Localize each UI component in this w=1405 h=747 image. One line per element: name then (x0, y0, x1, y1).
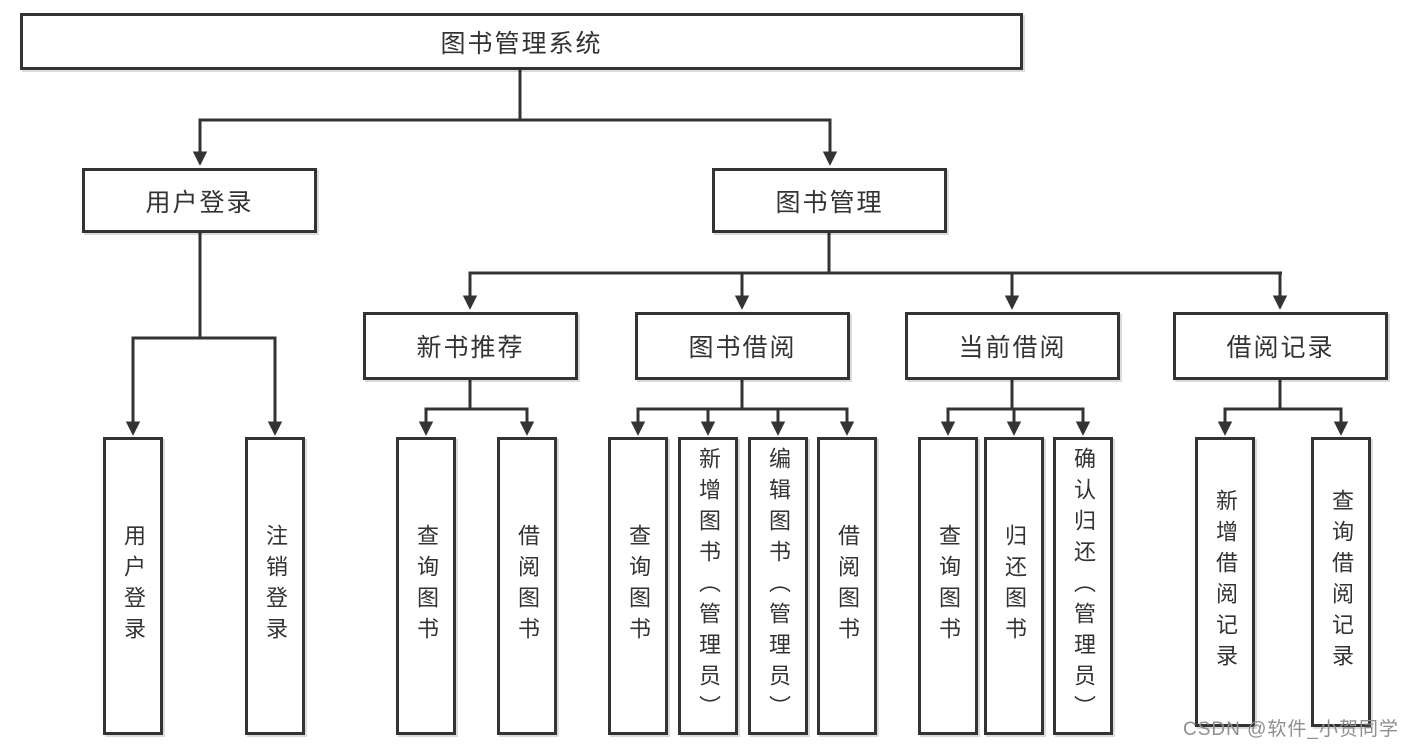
node-new-book-recommend: 新书推荐 (363, 312, 578, 380)
leaf-borrow-books: 借阅图书 (817, 437, 877, 735)
edge-book-management-to-level2 (462, 233, 1288, 310)
leaf-add-book-admin: 新增图书（管理员） (678, 437, 738, 735)
edge-new-book-recommend-to-leaves (418, 380, 535, 436)
leaf-user-login: 用户登录 (103, 437, 163, 735)
node-root-system: 图书管理系统 (20, 13, 1023, 70)
leaf-confirm-return-admin-label: 确认归还（管理员） (1071, 446, 1096, 726)
node-book-borrow: 图书借阅 (635, 312, 850, 380)
node-user-login: 用户登录 (82, 168, 317, 233)
leaf-query-borrow-record: 查询借阅记录 (1311, 437, 1371, 727)
leaf-add-borrow-record-label: 新增借阅记录 (1213, 489, 1238, 675)
node-current-borrow: 当前借阅 (905, 312, 1120, 380)
leaf-logout-label: 注销登录 (263, 524, 288, 648)
leaf-borrow-books-recommend: 借阅图书 (497, 437, 557, 735)
leaf-confirm-return-admin: 确认归还（管理员） (1053, 437, 1113, 735)
leaf-query-books-current-label: 查询图书 (936, 524, 961, 648)
leaf-return-book-label: 归还图书 (1002, 524, 1027, 648)
leaf-return-book: 归还图书 (984, 437, 1044, 735)
node-borrow-records: 借阅记录 (1173, 312, 1388, 380)
leaf-logout: 注销登录 (245, 437, 305, 735)
leaf-edit-book-admin: 编辑图书（管理员） (748, 437, 808, 735)
leaf-query-books-current: 查询图书 (918, 437, 978, 735)
leaf-borrow-books-label: 借阅图书 (835, 524, 860, 648)
leaf-edit-book-admin-label: 编辑图书（管理员） (766, 446, 791, 726)
leaf-query-books-borrow-label: 查询图书 (626, 524, 651, 648)
leaf-query-books-recommend: 查询图书 (396, 437, 456, 735)
leaf-add-borrow-record: 新增借阅记录 (1195, 437, 1255, 727)
leaf-query-books-recommend-label: 查询图书 (414, 524, 439, 648)
edge-user-login-to-leaves (125, 233, 283, 436)
leaf-query-borrow-record-label: 查询借阅记录 (1329, 489, 1354, 675)
leaf-add-book-admin-label: 新增图书（管理员） (696, 446, 721, 726)
node-book-management: 图书管理 (712, 168, 947, 233)
edge-borrow-records-to-leaves (1217, 380, 1349, 436)
edge-root-to-level1 (192, 70, 838, 166)
leaf-borrow-books-recommend-label: 借阅图书 (515, 524, 540, 648)
leaf-user-login-label: 用户登录 (121, 524, 146, 648)
leaf-query-books-borrow: 查询图书 (608, 437, 668, 735)
watermark: CSDN @软件_小贺同学 (1183, 719, 1399, 740)
edge-current-borrow-to-leaves (940, 380, 1091, 436)
edge-book-borrow-to-leaves (630, 380, 855, 436)
